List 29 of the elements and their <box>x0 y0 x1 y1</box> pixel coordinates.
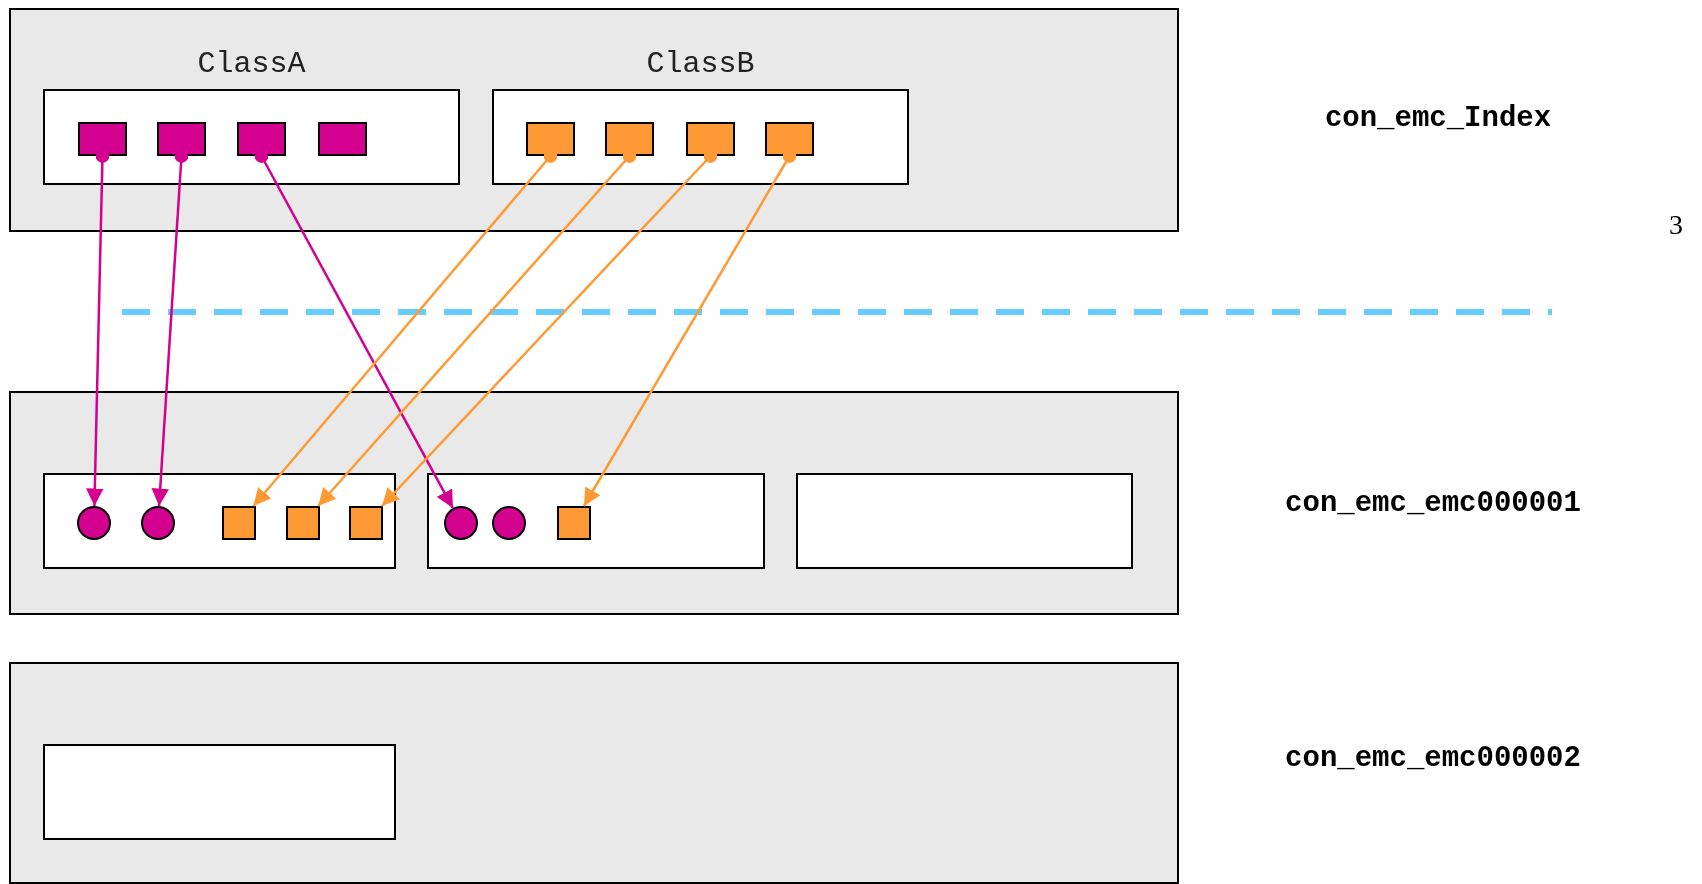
panel-label: con_emc_emc000002 <box>1285 741 1581 775</box>
port-square <box>222 506 256 540</box>
port-square <box>686 122 735 156</box>
panel-label: con_emc_emc000001 <box>1285 486 1581 520</box>
port-square <box>526 122 575 156</box>
container-box <box>43 473 396 569</box>
port-circle <box>444 506 478 540</box>
page-number: 3 <box>1669 209 1683 241</box>
port-square <box>286 506 320 540</box>
panel <box>9 391 1179 615</box>
port-circle <box>77 506 111 540</box>
port-square <box>605 122 654 156</box>
port-square <box>557 506 591 540</box>
port-square <box>78 122 127 156</box>
panel <box>9 8 1179 232</box>
panel-label: con_emc_Index <box>1324 101 1552 135</box>
port-square <box>318 122 367 156</box>
panel <box>9 662 1179 884</box>
port-square <box>765 122 814 156</box>
class-title: ClassA <box>196 47 307 81</box>
container-box <box>427 473 765 569</box>
port-square <box>349 506 383 540</box>
class-title: ClassB <box>645 47 756 81</box>
port-square <box>157 122 206 156</box>
port-square <box>237 122 286 156</box>
container-box <box>796 473 1133 569</box>
container-box <box>43 744 396 840</box>
port-circle <box>492 506 526 540</box>
port-circle <box>141 506 175 540</box>
